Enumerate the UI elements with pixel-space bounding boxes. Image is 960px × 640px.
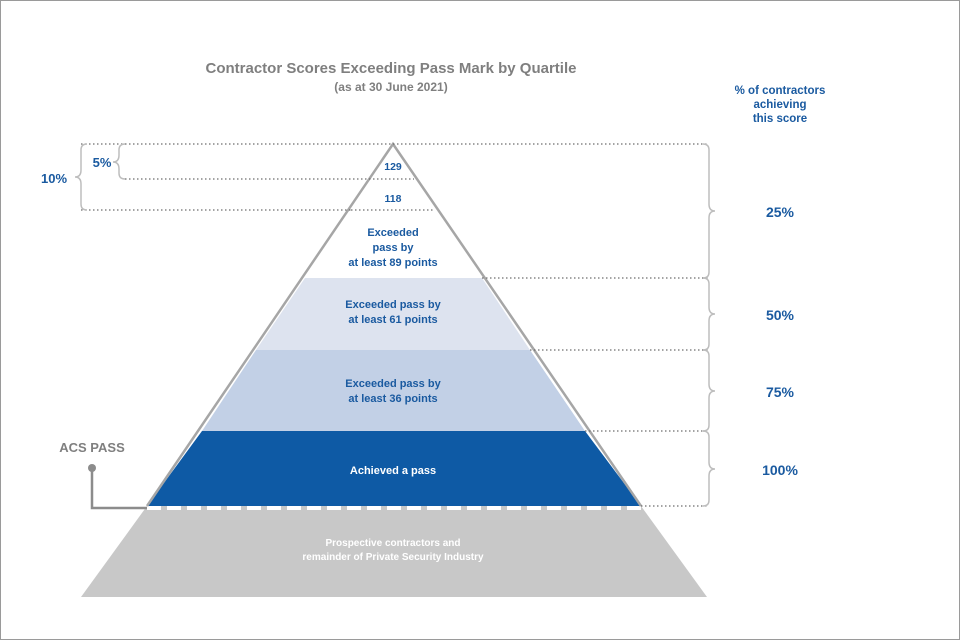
acs-pass-label: ACS PASS xyxy=(59,440,125,455)
brace-100pct xyxy=(702,430,716,507)
brace-50pct xyxy=(702,277,716,351)
tier-upper xyxy=(305,144,482,278)
tier-61-line-2: at least 61 points xyxy=(348,314,437,326)
tier-pass-label: Achieved a pass xyxy=(350,465,436,477)
tier-base xyxy=(81,506,707,597)
right-header-line-2: achieving xyxy=(753,99,806,111)
tier-base-line-2: remainder of Private Security Industry xyxy=(302,552,484,563)
tier-base-line-1: Prospective contractors and xyxy=(325,538,460,549)
left-percent-5: 5% xyxy=(93,155,112,170)
tier-upper-line-3: at least 89 points xyxy=(348,257,437,269)
tier-upper-line-2: pass by xyxy=(373,242,415,254)
tier-upper-line-1: Exceeded xyxy=(367,227,418,239)
right-percent-25: 25% xyxy=(766,204,795,220)
tier-label-118: 118 xyxy=(385,193,402,205)
right-header-line-3: this score xyxy=(753,113,807,125)
tier-61-line-1: Exceeded pass by xyxy=(345,299,441,311)
tier-61-points xyxy=(256,278,530,350)
tier-label-129: 129 xyxy=(384,161,402,173)
diagram-subtitle: (as at 30 June 2021) xyxy=(334,80,447,94)
brace-10pct xyxy=(74,143,88,211)
tier-36-points xyxy=(202,350,585,431)
tier-36-line-1: Exceeded pass by xyxy=(345,378,441,390)
right-header-line-1: % of contractors xyxy=(735,85,826,97)
tier-36-line-2: at least 36 points xyxy=(348,393,437,405)
left-percent-10: 10% xyxy=(41,171,67,186)
brace-25pct xyxy=(702,143,716,279)
diagram-title: Contractor Scores Exceeding Pass Mark by… xyxy=(206,60,577,77)
tier-pass xyxy=(147,431,641,506)
brace-5pct xyxy=(112,143,126,180)
right-percent-100: 100% xyxy=(762,462,798,478)
acs-pass-connector xyxy=(90,468,147,510)
right-percent-75: 75% xyxy=(766,384,795,400)
right-percent-50: 50% xyxy=(766,307,795,323)
brace-75pct xyxy=(702,349,716,432)
